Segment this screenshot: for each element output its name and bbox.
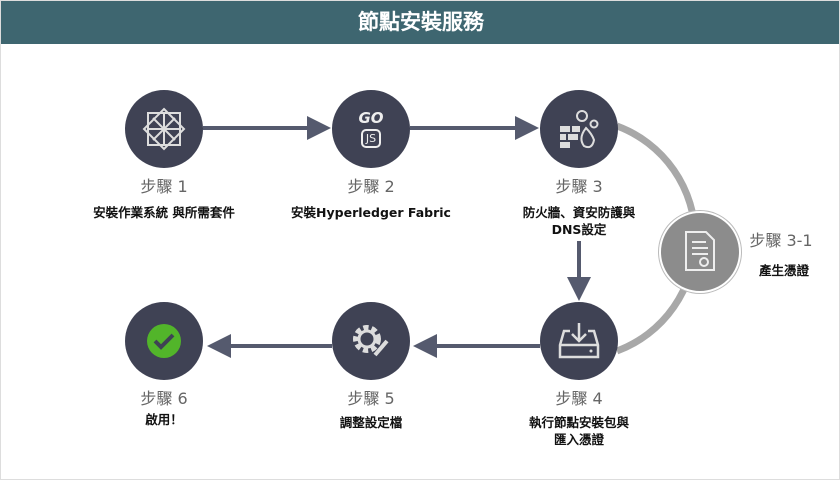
step-4-desc-line1: 執行節點安裝包與 [528, 415, 629, 430]
download-install-icon [558, 323, 600, 359]
step-3-desc: 防火牆、資安防護與 DNS設定 [479, 204, 679, 238]
step-2-node: GO JS [332, 90, 410, 168]
step-2-label: 步驟 2 [347, 177, 395, 196]
step-1-desc: 安裝作業系統 與所需套件 [93, 205, 235, 220]
step-4-desc-line2: 匯入憑證 [553, 432, 604, 447]
check-icon [147, 324, 181, 358]
step-5-desc: 調整設定檔 [339, 415, 403, 430]
step-6-node [125, 302, 203, 380]
step-5-node [332, 302, 410, 380]
step-3-desc-line2: DNS設定 [551, 222, 607, 237]
centos-icon [142, 107, 186, 151]
step-4-node [540, 302, 618, 380]
step-3-label: 步驟 3 [555, 177, 603, 196]
step-1-label: 步驟 1 [140, 177, 188, 196]
certificate-icon [685, 231, 715, 271]
step-3-1-node [659, 211, 741, 293]
step-6-desc: 啟用！ [145, 412, 183, 427]
gear-wrench-icon [353, 325, 389, 357]
step-3-desc-line1: 防火牆、資安防護與 [522, 205, 636, 220]
step-3-1-label: 步驟 3-1 [749, 231, 813, 250]
step-4-desc: 執行節點安裝包與匯入憑證 [479, 414, 679, 448]
step-3-1-desc: 產生憑證 [758, 263, 809, 278]
step-4-label: 步驟 4 [555, 389, 603, 408]
step-2-desc: 安裝Hyperledger Fabric [291, 205, 451, 220]
step-1-node [125, 90, 203, 168]
firewall-gear-icon [560, 110, 599, 149]
step-6-label: 步驟 6 [140, 389, 188, 408]
nodejs-icon: JS [360, 129, 382, 148]
step-5-label: 步驟 5 [347, 389, 395, 408]
page-title: 節點安裝服務 [1, 1, 839, 44]
step-3-node [540, 90, 618, 168]
go-icon: GO [358, 109, 384, 127]
